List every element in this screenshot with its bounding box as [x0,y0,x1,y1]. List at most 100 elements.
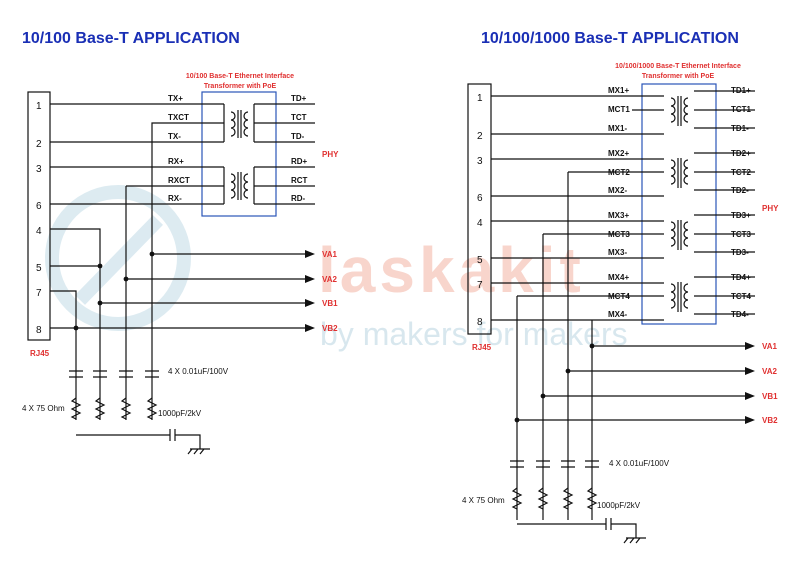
left-capacitor-icons [69,370,159,378]
left-transformer-coil-icon [230,110,249,138]
right-pin-label: 2 [477,131,483,142]
right-transformer-coil-icon [670,96,689,126]
left-poe-wires [50,228,305,420]
right-signal-label: TD1+ [731,86,751,95]
left-signal-label: TD- [291,132,305,141]
right-schematic: 10/100/1000 Base-T APPLICATION 10/100/10… [462,30,779,544]
left-signal-label: TD+ [291,94,307,103]
right-signal-label: MCT1 [608,105,630,114]
left-output-labels: VA1 VA2 VB1 VB2 [322,250,338,333]
left-signal-label: RX- [168,194,182,203]
right-box-caption: 10/100/1000 Base-T Ethernet Interface Tr… [615,63,741,80]
left-pin-label: 6 [36,201,42,212]
right-ground-wire [517,518,637,538]
left-resistor-icons [70,397,158,420]
left-schematic: 10/100 Base-T APPLICATION 10/100 Base-T … [22,30,339,455]
right-capacitor-icons [510,460,599,468]
left-rj45-label: RJ45 [30,349,50,358]
right-transformer-coil-icon [670,158,689,188]
left-signal-label: TCT [291,113,307,122]
arrow-right-icon [745,342,755,350]
right-resistor-icons [511,487,598,510]
left-pin-label: 7 [36,288,42,299]
left-res-note: 4 X 75 Ohm [22,404,65,413]
right-phy-label: PHY [762,204,779,213]
right-signal-label: TD1- [731,124,749,133]
right-pin-label: 7 [477,280,483,291]
right-arrow-icons [745,342,755,424]
left-transformer-box [201,91,277,217]
right-output-label: VA1 [762,342,778,351]
left-pin-label: 3 [36,164,42,175]
left-signal-label: TX- [168,132,181,141]
right-signal-label: TCT3 [731,230,752,239]
right-signal-label: MX1+ [608,86,629,95]
right-signal-label: TD4- [731,310,749,319]
right-hv-cap-note: 1000pF/2kV [597,501,641,510]
left-box-caption: 10/100 Base-T Ethernet Interface Transfo… [186,73,294,90]
right-signal-label: MX4- [608,310,627,319]
right-signal-label: MX4+ [608,273,629,282]
right-output-label: VA2 [762,367,778,376]
right-rj45-connector [467,83,492,335]
right-res-note: 4 X 75 Ohm [462,496,505,505]
right-signal-label: TD3+ [731,211,751,220]
left-ground-icon [187,448,210,455]
right-signal-label: MX2- [608,186,627,195]
right-signal-label: TD3- [731,248,749,257]
right-ground-icon [623,537,646,544]
left-signal-label: TXCT [168,113,189,122]
right-pin-label: 4 [477,218,483,229]
right-signal-label: MX1- [608,124,627,133]
left-rj45-pins: 1 2 3 6 4 5 7 8 [36,101,42,336]
left-output-label: VB1 [322,299,338,308]
left-pin-label: 8 [36,325,42,336]
right-box-caption-line-2: Transformer with PoE [642,73,715,80]
left-junction-dots [73,251,155,331]
right-signal-label: TD2- [731,186,749,195]
right-title: 10/100/1000 Base-T APPLICATION [481,30,739,47]
right-cap-note: 4 X 0.01uF/100V [609,459,670,468]
right-signal-label: TCT4 [731,292,752,301]
left-phy-label: PHY [322,150,339,159]
right-output-label: VB2 [762,416,778,425]
right-output-labels: VA1 VA2 VB1 VB2 [762,342,778,425]
right-transformer-coil-icon [670,220,689,250]
left-signal-label: RX+ [168,157,184,166]
right-signal-label: TD2+ [731,149,751,158]
arrow-right-icon [305,250,315,258]
right-transformer-coil-icon [670,282,689,312]
arrow-right-icon [745,392,755,400]
watermark-brand: laskakit [318,234,585,306]
right-signal-label: MCT3 [608,230,630,239]
left-pin-label: 2 [36,139,42,150]
arrow-right-icon [745,367,755,375]
left-pin-label: 1 [36,101,42,112]
left-signal-label: RCT [291,176,308,185]
left-signal-labels: TX+ TXCT TX- RX+ RXCT RX- TD+ TCT TD- RD… [168,94,308,203]
left-box-caption-line-2: Transformer with PoE [204,83,277,90]
arrow-right-icon [305,299,315,307]
right-signal-label: MCT2 [608,168,630,177]
right-signal-labels: MX1+ MCT1 MX1- MX2+ MCT2 MX2- MX3+ MCT3 … [608,86,752,319]
right-signal-label: MX3- [608,248,627,257]
left-output-label: VB2 [322,324,338,333]
watermark-logo-icon [45,185,191,331]
arrow-right-icon [745,416,755,424]
right-output-label: VB1 [762,392,778,401]
left-pin-label: 4 [36,226,42,237]
left-transformer-coil-icon [230,172,249,200]
watermark: laskakit by makers for makers [45,185,628,352]
right-rj45-label: RJ45 [472,343,492,352]
left-pin-label: 5 [36,263,42,274]
arrow-right-icon [305,324,315,332]
right-pin-label: 6 [477,193,483,204]
right-pin-label: 1 [477,93,483,104]
right-rj45-pins: 1 2 3 6 4 5 7 8 [477,93,483,328]
left-signal-label: RXCT [168,176,190,185]
right-signal-label: TCT2 [731,168,752,177]
right-signal-label: TD4+ [731,273,751,282]
right-signal-label: MX3+ [608,211,629,220]
left-output-label: VA2 [322,275,338,284]
